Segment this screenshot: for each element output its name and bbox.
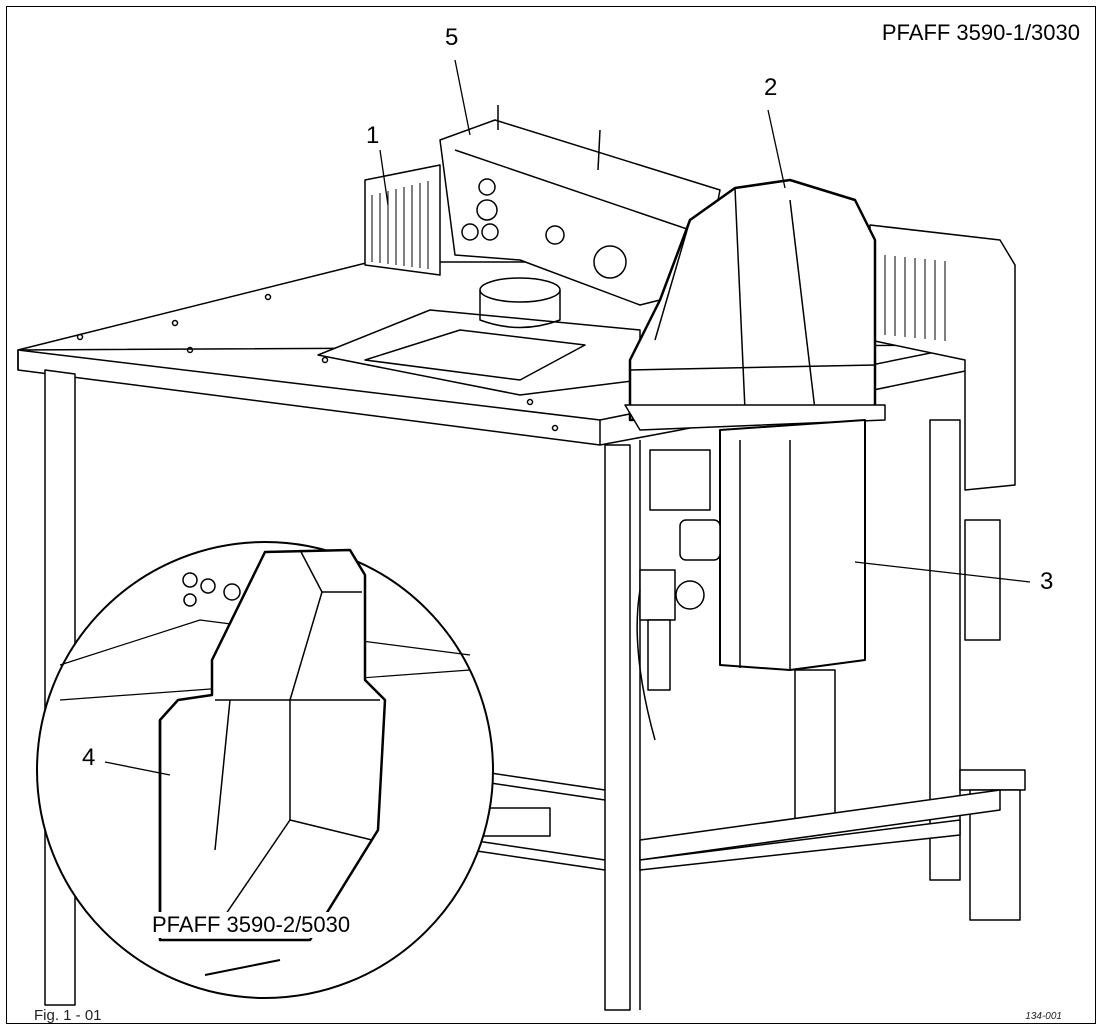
leader-3 xyxy=(854,561,1031,583)
machine-title: PFAFF 3590-1/3030 xyxy=(881,20,1080,45)
right-guard xyxy=(869,224,1016,491)
inset-detail xyxy=(36,541,494,999)
figure-label: Fig. 1 - 01 xyxy=(34,1007,102,1024)
rear-box xyxy=(364,164,441,276)
top-cover xyxy=(624,178,886,431)
sewing-head xyxy=(439,105,721,306)
callout-3: 3 xyxy=(1040,568,1054,595)
clamp-plate xyxy=(317,277,641,396)
leader-5 xyxy=(454,59,471,136)
pneumatic-unit xyxy=(636,449,721,741)
callout-5: 5 xyxy=(445,24,459,51)
leader-4 xyxy=(104,761,171,776)
reference-code: 134-001 xyxy=(1025,1011,1062,1022)
inset-title: PFAFF 3590-2/5030 xyxy=(150,912,353,938)
callout-4: 4 xyxy=(82,744,96,771)
machine-stand xyxy=(44,369,1026,1011)
lower-cover xyxy=(719,419,866,671)
callout-2: 2 xyxy=(764,74,778,101)
leader-1 xyxy=(379,149,389,206)
leader-lines xyxy=(104,59,1031,776)
callout-1: 1 xyxy=(366,122,380,149)
leader-2 xyxy=(767,109,786,189)
